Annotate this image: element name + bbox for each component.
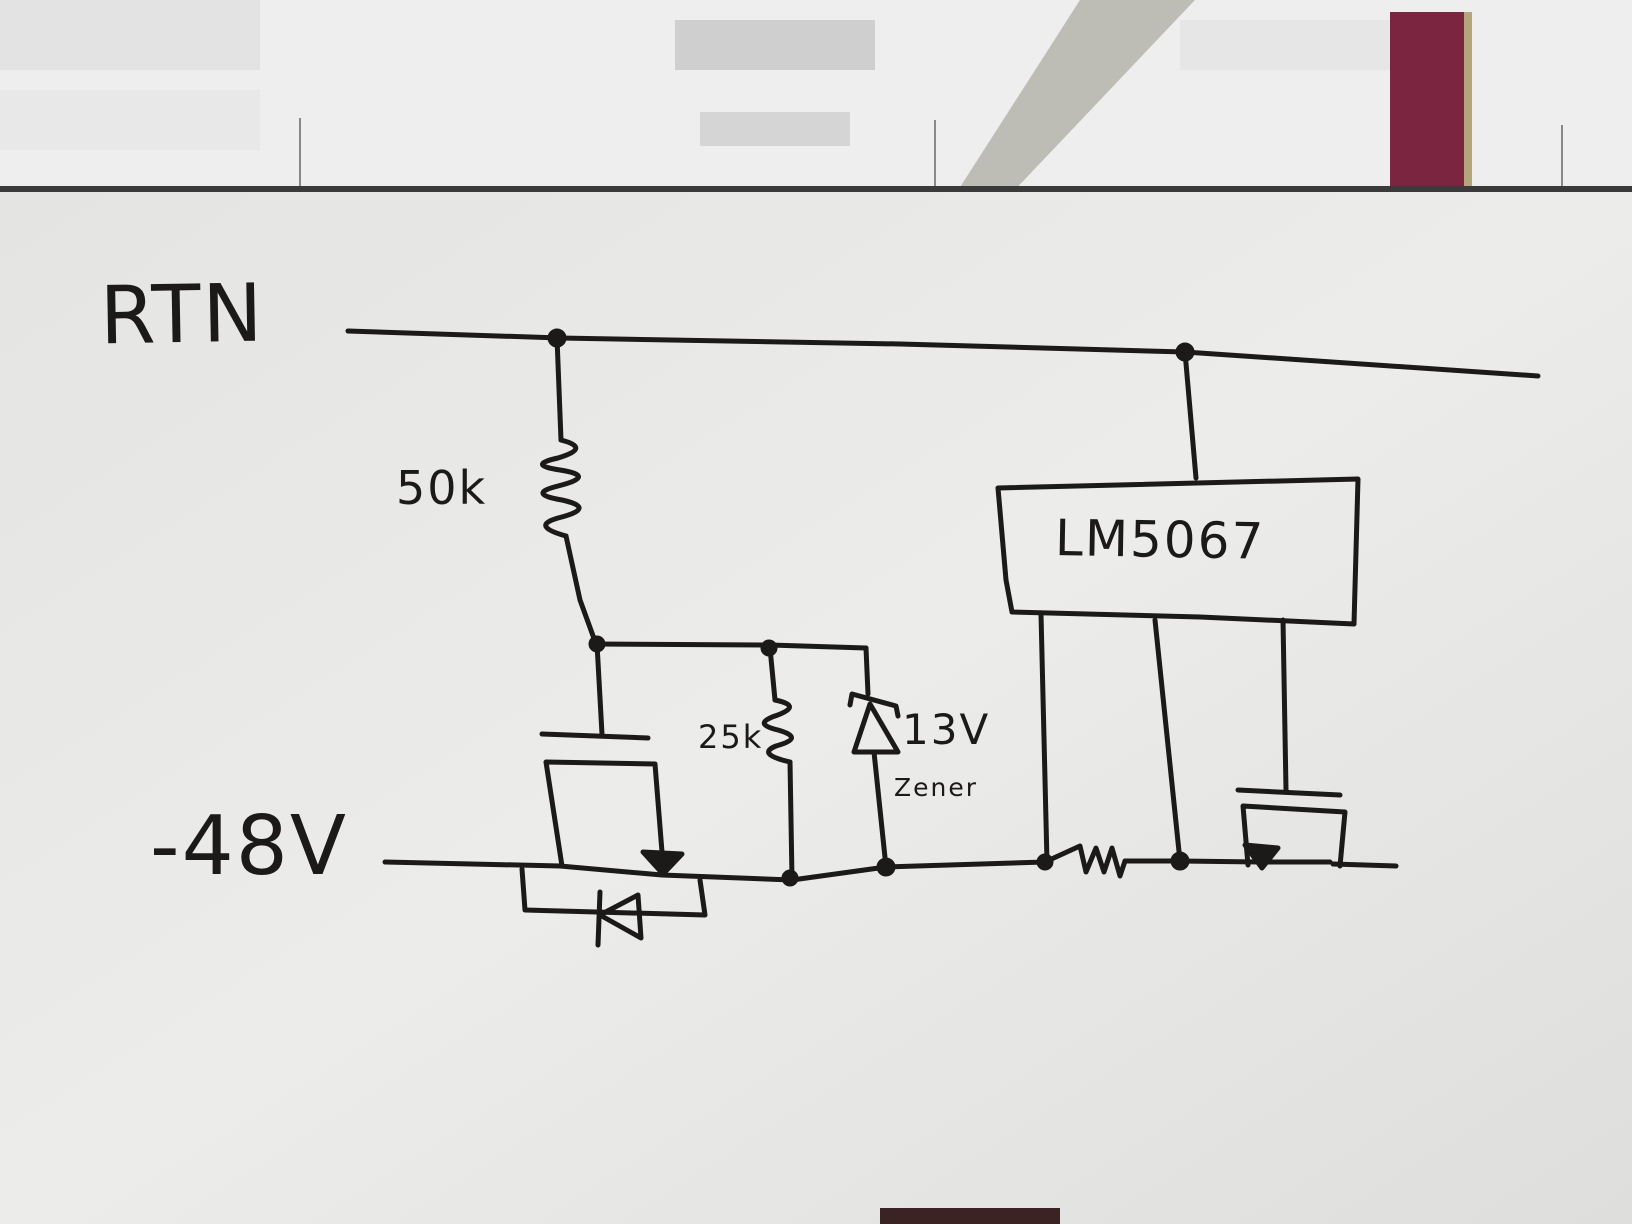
neg48-rail-wire [1122, 858, 1333, 865]
mosfet2-gate-plate [1235, 787, 1343, 798]
zener-wire [871, 749, 889, 870]
ceiling-tile [1180, 20, 1410, 70]
ceiling [0, 0, 1632, 197]
resistor-25k-zigzag [761, 697, 794, 765]
ceiling-vent [700, 112, 850, 146]
zener-voltage-label: 13V [902, 705, 990, 754]
neg48-rail-wire [1330, 861, 1399, 869]
rtn-label: RTN [99, 267, 265, 363]
ceiling-vent [675, 20, 875, 70]
resistor-25k-wire [767, 645, 778, 703]
resistor-25k-label: 25k [698, 718, 763, 756]
mosfet1-arrow [640, 849, 685, 877]
mosfet2-channel [1240, 803, 1348, 869]
mosfet1-channel [543, 759, 665, 869]
lm5067-label: LM5067 [1055, 509, 1266, 571]
resistor-50k-label: 50k [396, 461, 487, 515]
resistor-50k-wire [554, 335, 564, 443]
ceiling-light-beam [955, 0, 1195, 195]
body-diode-triangle [597, 892, 644, 941]
pillar [1390, 12, 1470, 197]
resistor-25k-wire [787, 759, 795, 881]
zener-cathode-bar [847, 691, 901, 719]
zener-wire [863, 645, 871, 697]
neg48-rail-wire [382, 859, 1048, 883]
lm5067-pin-wire [1038, 611, 1050, 865]
sense-resistor-zigzag [1042, 843, 1128, 879]
mosfet1-gate-plate [539, 731, 651, 741]
rtn-rail-wire [345, 328, 1541, 379]
lm5067-pin-wire [1152, 617, 1183, 864]
lm5067-box [995, 476, 1361, 627]
mosfet1-gate-wire [594, 641, 605, 737]
mosfet1-body-diode-loop [519, 866, 708, 918]
lm5067-pin-wire [1280, 617, 1289, 793]
zener-type-label: Zener [894, 773, 978, 802]
resistor-50k-wire [563, 533, 599, 647]
pillar-edge [1464, 12, 1472, 197]
circuit-schematic [345, 328, 1541, 948]
body-diode-bar [595, 889, 603, 948]
lm5067-supply-wire [1182, 349, 1199, 481]
ceiling-tile [0, 0, 260, 70]
mosfet2-arrow [1242, 842, 1281, 871]
neg48v-label: -48V [150, 799, 348, 894]
resistor-50k-zigzag [540, 437, 582, 539]
whiteboard-bottom-tray [880, 1208, 1060, 1224]
ceiling-tile [0, 90, 260, 150]
